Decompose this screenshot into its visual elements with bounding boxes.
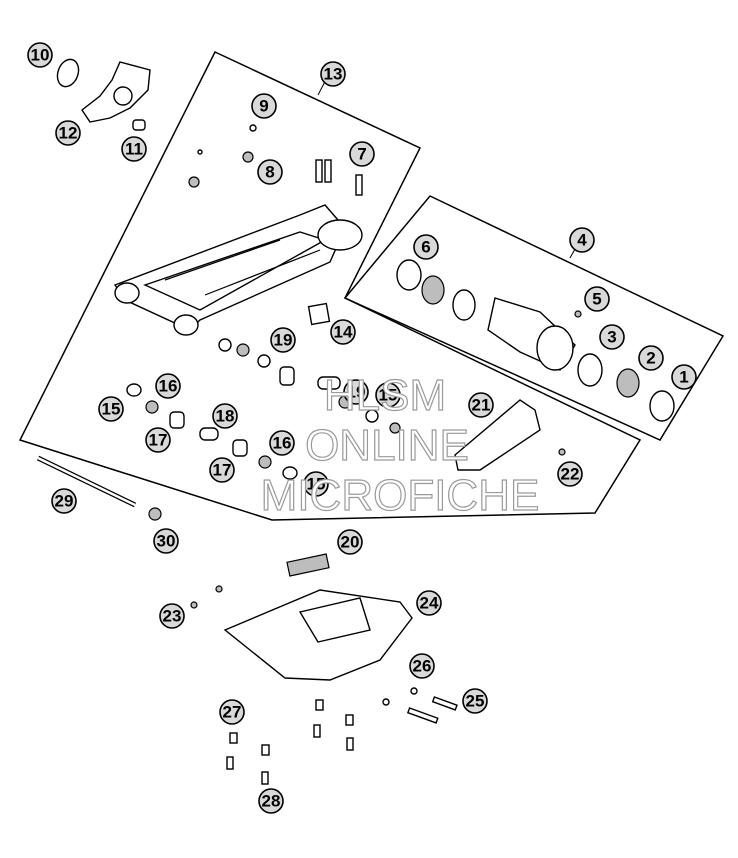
- callout-19b: 19: [343, 379, 369, 405]
- callout-25: 25: [462, 688, 488, 714]
- callout-6: 6: [413, 234, 439, 260]
- watermark: HLSM ONLINE MICROFICHE: [260, 370, 540, 520]
- spacer-sleeve: [132, 119, 146, 131]
- svg-text:8: 8: [265, 163, 274, 182]
- svg-text:30: 30: [157, 532, 176, 551]
- svg-text:19: 19: [274, 331, 293, 350]
- callout-16b: 16: [269, 430, 295, 456]
- callout-19a: 19: [270, 327, 296, 353]
- callout-18: 18: [212, 403, 238, 429]
- callout-12: 12: [55, 120, 81, 146]
- svg-text:10: 10: [31, 46, 50, 65]
- svg-text:15: 15: [307, 475, 326, 494]
- callout-20: 20: [337, 529, 363, 555]
- callout-3: 3: [599, 324, 625, 350]
- svg-text:29: 29: [55, 492, 74, 511]
- callout-17b: 17: [209, 457, 235, 483]
- callout-16a: 16: [155, 373, 181, 399]
- svg-text:16: 16: [273, 434, 292, 453]
- skid-plate-pad: [286, 553, 330, 577]
- svg-text:26: 26: [413, 657, 432, 676]
- svg-text:17: 17: [213, 461, 232, 480]
- svg-text:19: 19: [347, 383, 366, 402]
- callout-28: 28: [258, 788, 284, 814]
- callout-7: 7: [349, 141, 375, 167]
- callout-8: 8: [257, 159, 283, 185]
- axle-nut: [148, 507, 162, 521]
- bearing-kit-frame: [343, 195, 725, 441]
- callout-29: 29: [51, 488, 77, 514]
- svg-text:3: 3: [607, 328, 616, 347]
- svg-text:28: 28: [262, 792, 281, 811]
- svg-text:6: 6: [421, 238, 430, 257]
- callout-30: 30: [153, 528, 179, 554]
- callout-26: 26: [409, 653, 435, 679]
- callout-4: 4: [569, 227, 595, 253]
- svg-text:4: 4: [577, 231, 587, 250]
- callout-15b: 15: [375, 382, 401, 408]
- svg-text:9: 9: [259, 97, 268, 116]
- svg-text:15: 15: [379, 386, 398, 405]
- callout-27: 27: [219, 699, 245, 725]
- callout-22: 22: [557, 461, 583, 487]
- callout-15a: 15: [98, 396, 124, 422]
- svg-text:20: 20: [341, 533, 360, 552]
- callout-24: 24: [416, 590, 442, 616]
- callout-14: 14: [330, 319, 356, 345]
- svg-text:12: 12: [59, 124, 78, 143]
- svg-text:5: 5: [592, 290, 601, 309]
- callout-23: 23: [159, 603, 185, 629]
- svg-text:21: 21: [472, 396, 491, 415]
- callout-21: 21: [468, 392, 494, 418]
- callout-10: 10: [27, 42, 53, 68]
- callout-5: 5: [584, 286, 610, 312]
- retaining-ring: [56, 58, 80, 88]
- callout-15c: 15: [303, 471, 329, 497]
- swingarm: [113, 204, 363, 336]
- swingarm-assembly-frame: [18, 51, 642, 521]
- bearing-kit-parts: [396, 259, 675, 422]
- watermark-line-3: MICROFICHE: [261, 471, 540, 520]
- chain-slider: [454, 399, 541, 471]
- svg-text:1: 1: [679, 368, 688, 387]
- callout-9: 9: [251, 93, 277, 119]
- svg-text:13: 13: [324, 65, 343, 84]
- svg-text:17: 17: [149, 431, 168, 450]
- svg-text:22: 22: [561, 465, 580, 484]
- watermark-line-2: ONLINE: [305, 421, 469, 470]
- watermark-line-1: HLSM: [324, 371, 446, 420]
- callout-17a: 17: [145, 427, 171, 453]
- swingarm-bolts: [188, 124, 363, 196]
- protective-pad: [307, 302, 331, 326]
- skid-plate-hardware: [190, 585, 458, 785]
- svg-text:7: 7: [357, 145, 366, 164]
- svg-text:27: 27: [223, 703, 242, 722]
- callout-13: 13: [320, 61, 346, 87]
- svg-text:24: 24: [420, 594, 439, 613]
- svg-text:25: 25: [466, 692, 485, 711]
- callout-11: 11: [121, 136, 147, 162]
- svg-text:23: 23: [163, 607, 182, 626]
- bushings-and-bearings: [126, 338, 401, 480]
- svg-text:15: 15: [102, 400, 121, 419]
- callout-1: 1: [671, 364, 697, 390]
- svg-text:18: 18: [216, 407, 235, 426]
- svg-text:16: 16: [159, 377, 178, 396]
- svg-text:14: 14: [334, 323, 353, 342]
- callout-2: 2: [638, 345, 664, 371]
- svg-text:11: 11: [125, 140, 143, 159]
- svg-text:2: 2: [646, 349, 655, 368]
